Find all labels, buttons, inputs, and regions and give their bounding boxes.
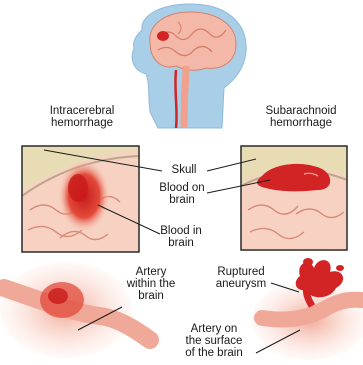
intracerebral-panel <box>22 146 139 252</box>
neck-artery <box>175 70 176 128</box>
ruptured-aneurysm-label: Ruptured aneurysm <box>206 266 276 290</box>
blood-in-brain-label: Blood in brain <box>156 225 206 249</box>
intracerebral-title: Intracerebral hemorrhage <box>22 105 142 129</box>
artery-within-label: Artery within the brain <box>116 266 186 302</box>
blood-on-brain-label: Blood on brain <box>156 182 208 206</box>
head-illustration <box>132 4 246 128</box>
brain-icon <box>150 12 236 70</box>
subarachnoid-panel <box>241 146 347 250</box>
brainstem <box>184 66 186 128</box>
skull-label: Skull <box>162 164 206 176</box>
subarachnoid-title: Subarachnoid hemorrhage <box>246 105 356 129</box>
artery-surface-label: Artery on the surface of the brain <box>170 323 258 359</box>
